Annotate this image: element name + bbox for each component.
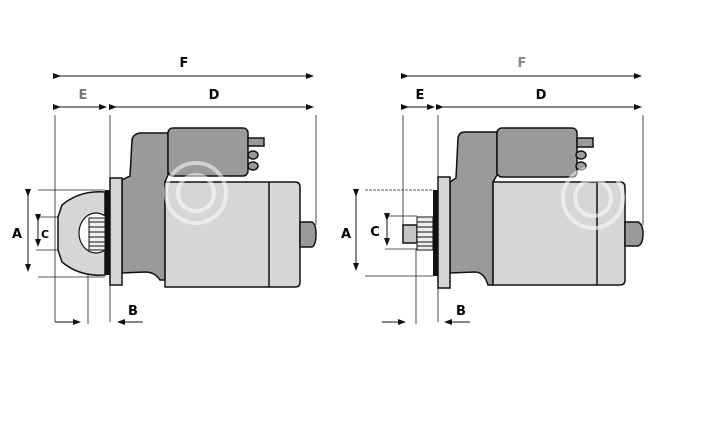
watermark-logo	[164, 161, 625, 230]
label-c: C	[370, 225, 380, 240]
starter-left: F E D A C B	[12, 56, 317, 325]
label-f: F	[180, 56, 189, 71]
label-c: C	[41, 228, 49, 241]
label-f: F	[518, 56, 527, 71]
label-b: B	[456, 304, 466, 319]
starter-right: F E D A C B	[341, 56, 644, 325]
label-e: E	[79, 88, 88, 103]
label-a: A	[341, 227, 351, 242]
starter-body	[57, 127, 317, 288]
label-d: D	[209, 88, 220, 103]
starter-body	[402, 127, 644, 289]
label-d: D	[536, 88, 547, 103]
label-e: E	[416, 88, 425, 103]
label-b: B	[128, 304, 138, 319]
label-a: A	[12, 227, 22, 242]
